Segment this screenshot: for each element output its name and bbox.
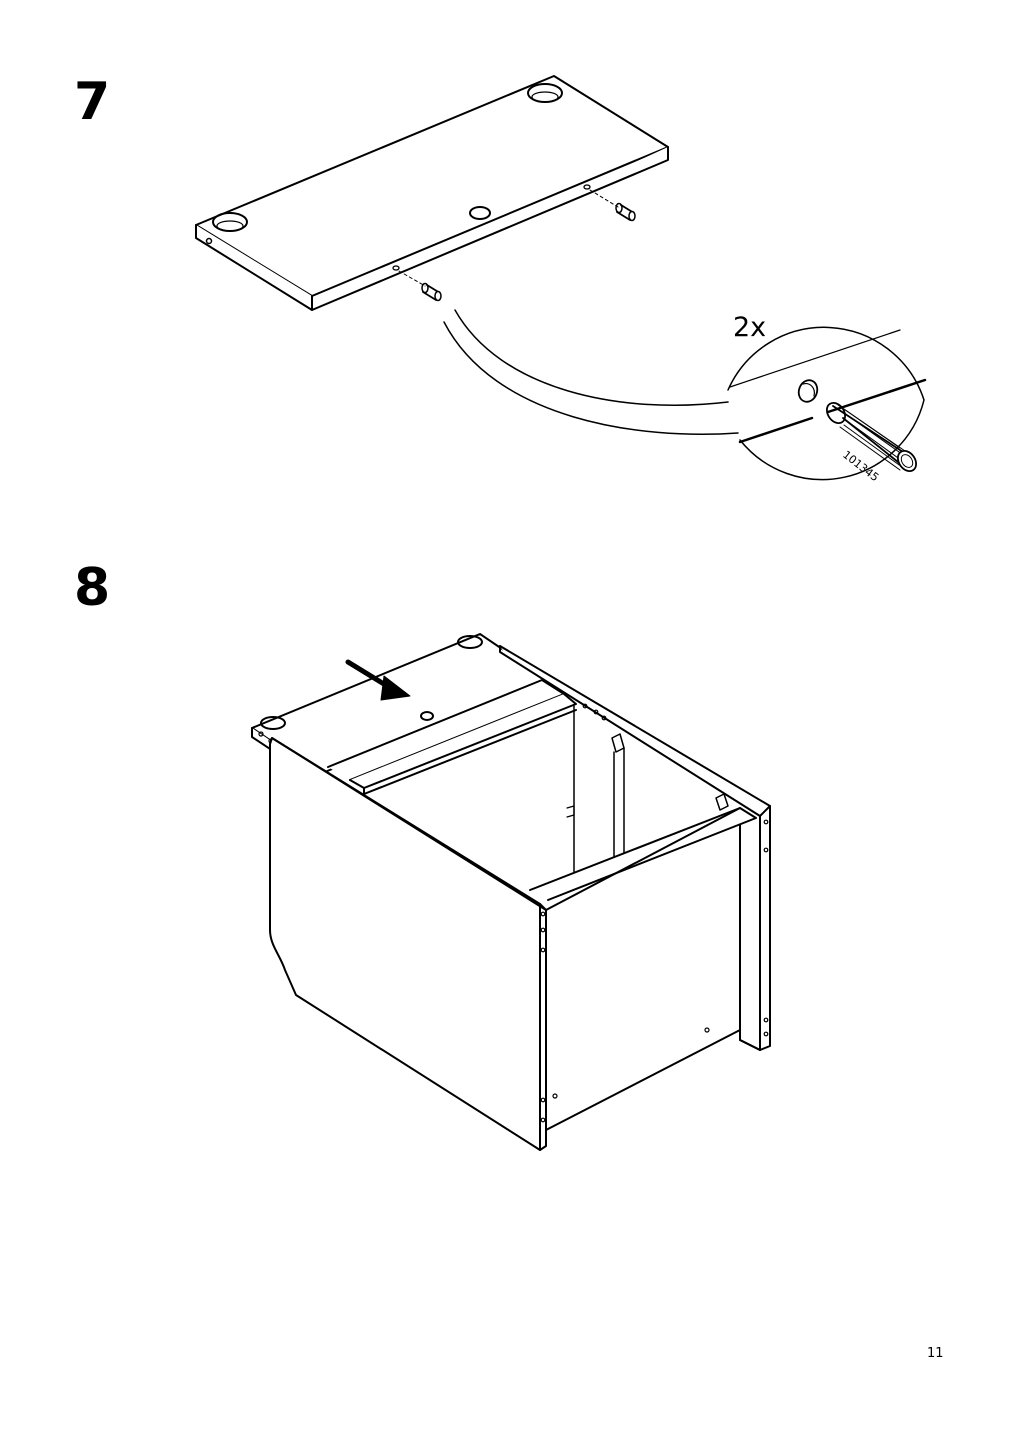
dowel-left <box>421 282 442 302</box>
quantity-label: 2x <box>733 312 767 343</box>
callout-arc-upper <box>454 309 729 407</box>
step-8-number: 8 <box>74 558 111 618</box>
panel-front-edge <box>195 224 313 311</box>
dowel-detail <box>826 401 917 473</box>
left-side-panel <box>269 737 547 1151</box>
dowel-right <box>615 202 636 222</box>
panel-long-edge <box>311 146 669 311</box>
detail-circle <box>727 326 925 481</box>
page-number: 11 <box>927 1346 944 1361</box>
center-hole <box>469 206 491 220</box>
callout-arc-lower <box>443 321 739 436</box>
step-7-number: 7 <box>74 72 111 132</box>
insert-arrow <box>380 675 411 701</box>
